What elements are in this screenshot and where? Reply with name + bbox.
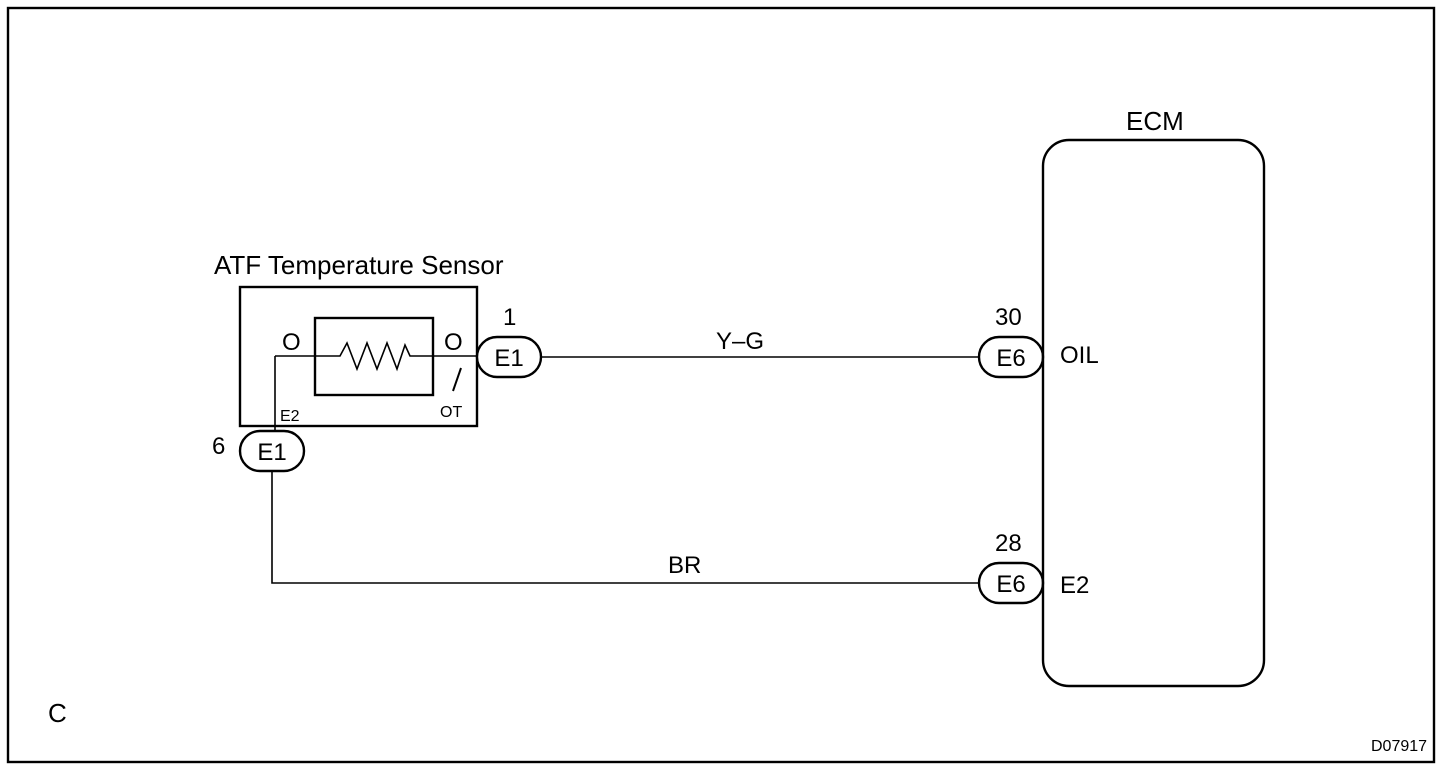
figure-id: D07917 xyxy=(1371,738,1427,755)
sensor-left-pin: O xyxy=(282,329,301,356)
connector-e1-bottom-label: E1 xyxy=(257,439,286,466)
ot-mark xyxy=(452,367,462,392)
ground-wire-color: BR xyxy=(668,552,701,579)
connector-e6-e2-pin: 28 xyxy=(995,530,1022,557)
corner-label: C xyxy=(48,698,67,728)
resistor-symbol xyxy=(275,340,477,372)
sensor-ot-label: OT xyxy=(440,404,462,421)
connector-e1-top-label: E1 xyxy=(494,345,523,372)
sensor-right-pin: O xyxy=(444,329,463,356)
ecm-title: ECM xyxy=(1126,106,1184,136)
ecm-block xyxy=(1041,138,1266,688)
sensor-e2-label: E2 xyxy=(280,408,300,425)
ecm-e2-terminal: E2 xyxy=(1060,572,1089,599)
ecm-oil-terminal: OIL xyxy=(1060,342,1099,369)
connector-e6-oil-pin: 30 xyxy=(995,304,1022,331)
diagram-frame xyxy=(6,6,1436,764)
connector-e1-bottom-pin: 6 xyxy=(212,433,225,460)
ground-wire xyxy=(271,471,979,584)
signal-wire-color: Y–G xyxy=(716,328,764,355)
connector-e6-oil-label: E6 xyxy=(996,345,1025,372)
sensor-title: ATF Temperature Sensor xyxy=(214,250,504,280)
connector-e1-top-pin: 1 xyxy=(503,304,516,331)
connector-e6-e2-label: E6 xyxy=(996,571,1025,598)
